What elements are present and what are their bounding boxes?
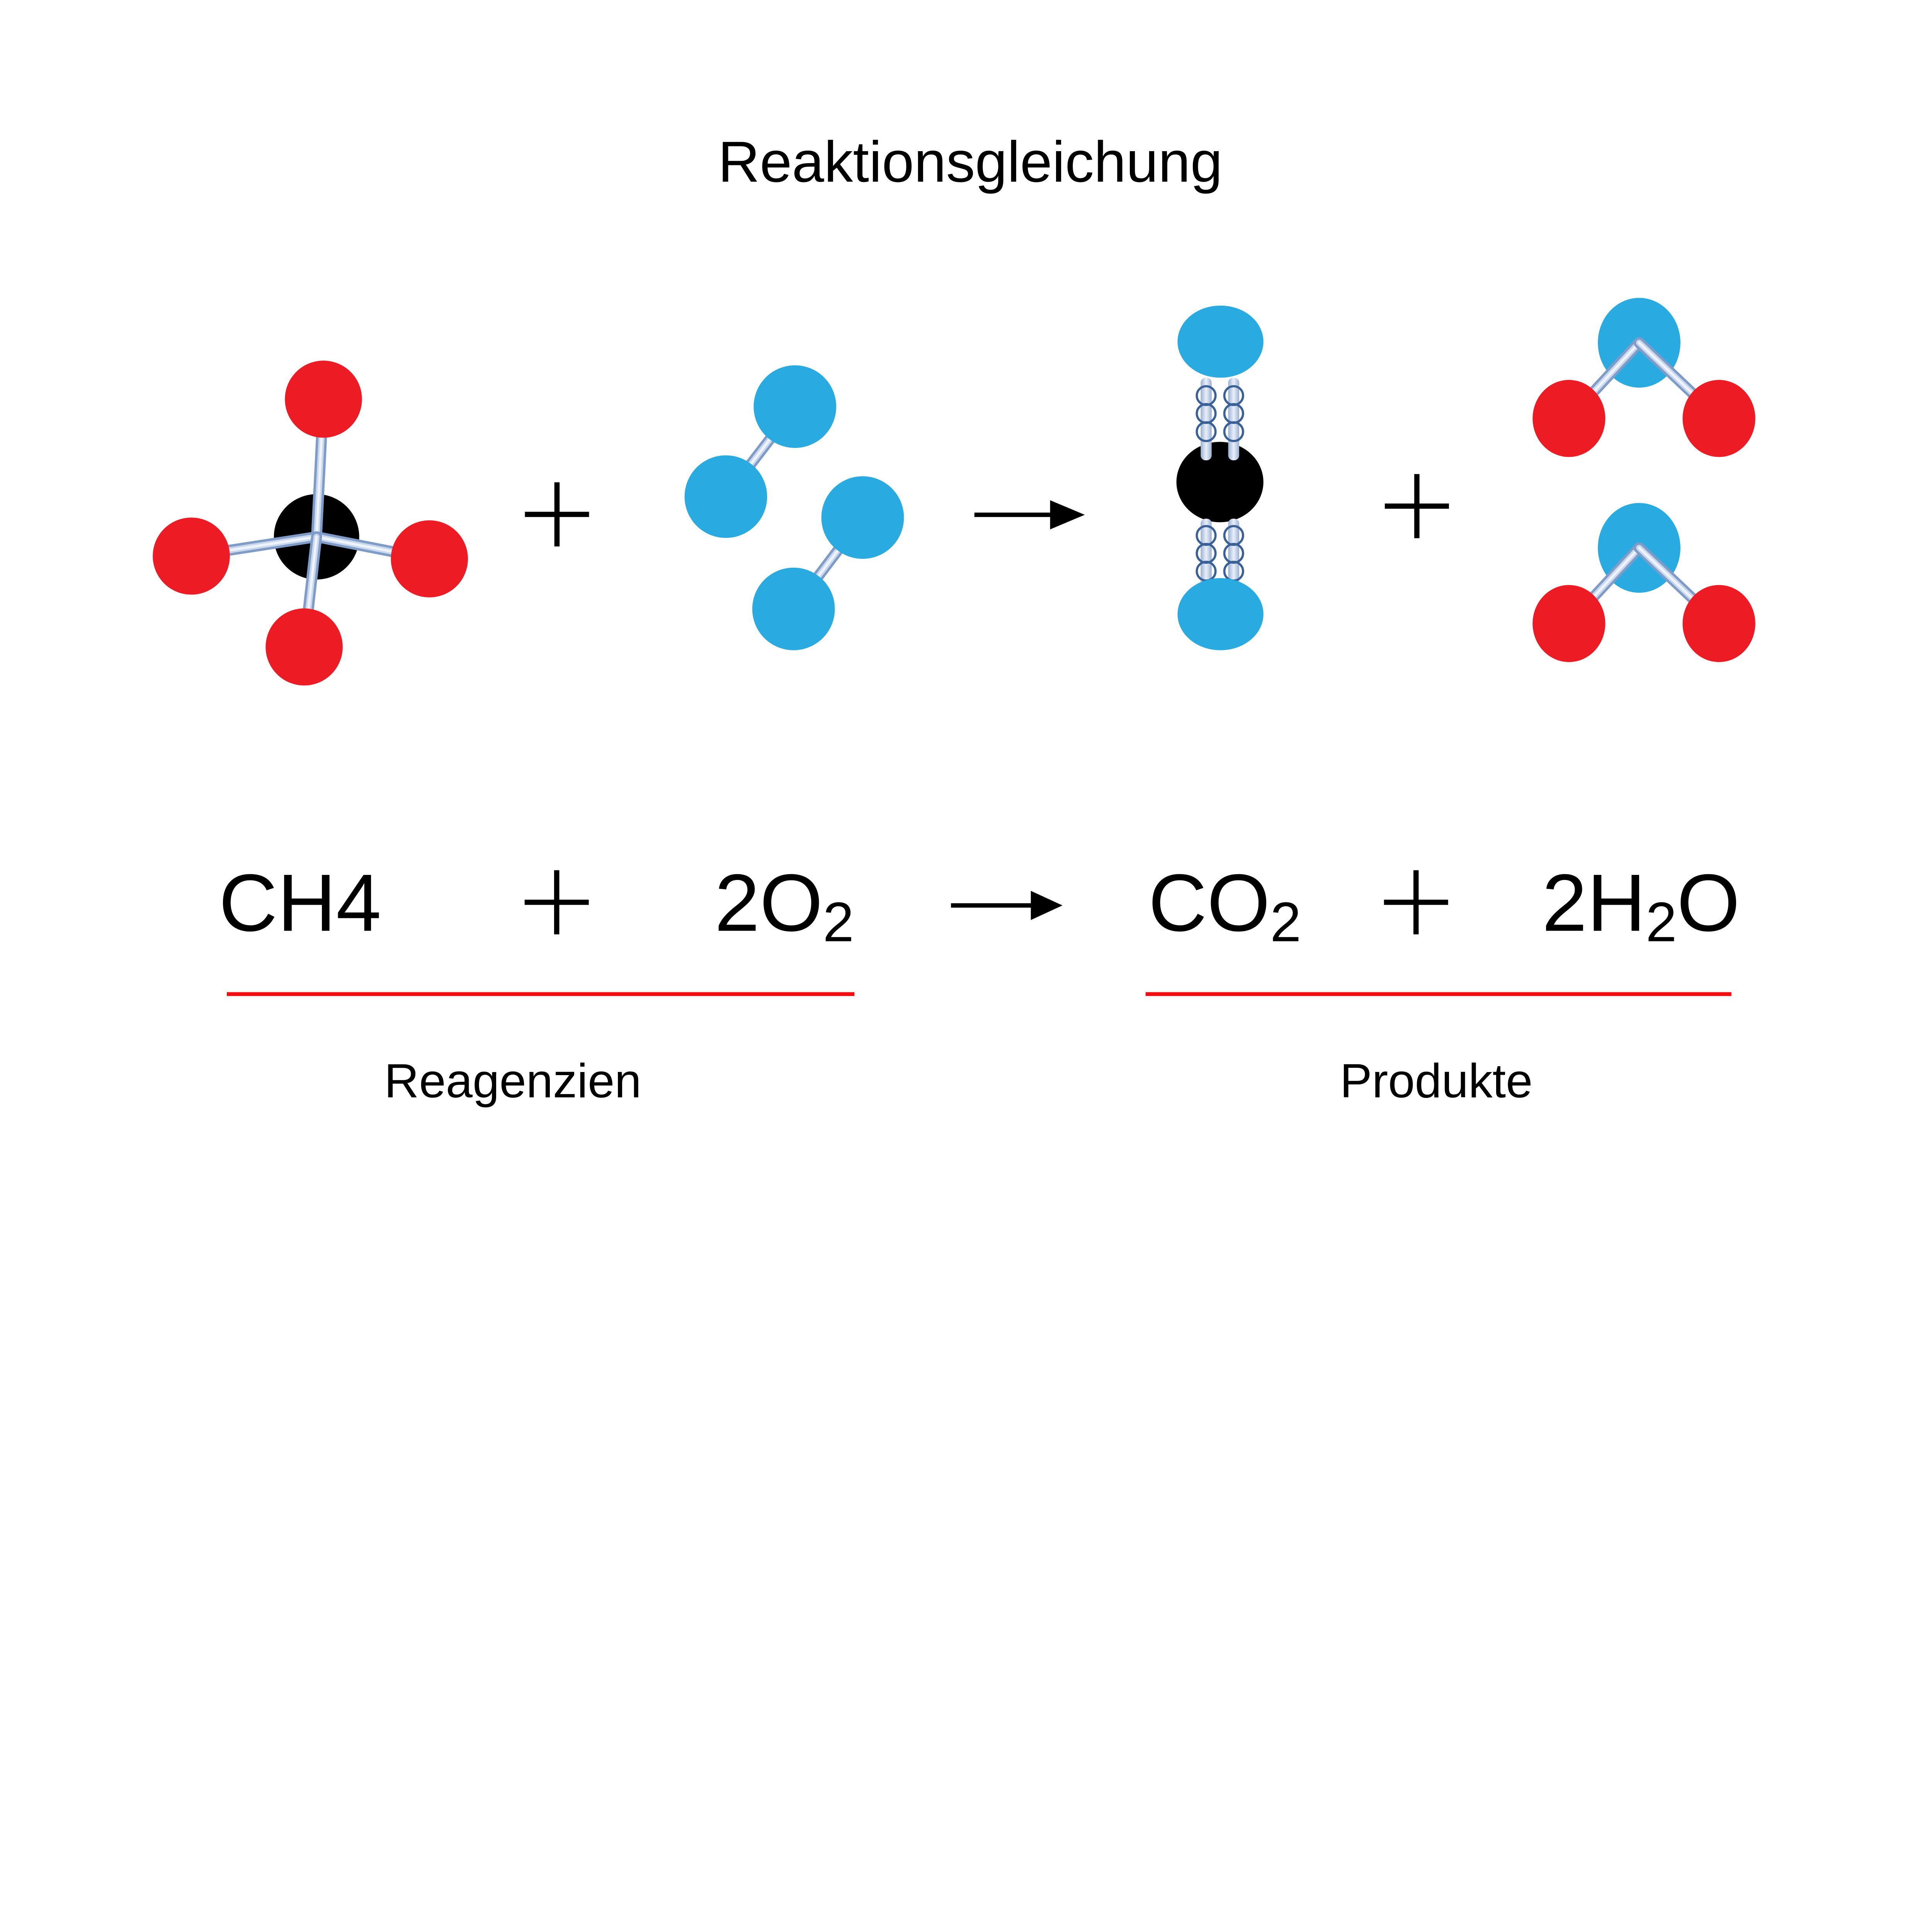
oxygen-atom bbox=[753, 365, 837, 448]
plus-operator: + bbox=[1384, 870, 1448, 934]
hydrogen-atom bbox=[391, 520, 468, 597]
plus-operator: + bbox=[525, 482, 589, 547]
hydrogen-atom bbox=[1532, 585, 1605, 662]
water-molecule bbox=[1532, 503, 1755, 662]
reaction-arrow-icon: → bbox=[951, 891, 1063, 920]
formula-product-co2: CO2 bbox=[1148, 857, 1301, 953]
background bbox=[0, 0, 1932, 1366]
hydrogen-atom bbox=[153, 517, 230, 595]
water-molecule bbox=[1532, 298, 1755, 457]
oxygen-atom bbox=[821, 476, 904, 559]
oxygen-molecule bbox=[684, 365, 837, 538]
plus-operator: + bbox=[1384, 474, 1449, 538]
oxygen-atom bbox=[1177, 578, 1264, 650]
reaction-diagram-page: Reaktionsgleichung + bbox=[0, 0, 1932, 1366]
hydrogen-atom bbox=[265, 608, 343, 686]
reaction-arrow-icon: → bbox=[974, 500, 1085, 529]
carbon-atom bbox=[1176, 442, 1264, 522]
bond-ring bbox=[1196, 421, 1217, 442]
double-bond-cylinder bbox=[1228, 378, 1240, 461]
reactants-underline bbox=[226, 992, 855, 996]
page-title: Reaktionsgleichung bbox=[718, 129, 1223, 194]
plus-operator: + bbox=[524, 870, 589, 934]
formula-product-2h2o: 2H2O bbox=[1542, 857, 1740, 953]
products-underline bbox=[1145, 992, 1731, 996]
oxygen-atom bbox=[684, 455, 767, 538]
oxygen-atom bbox=[752, 567, 835, 650]
hydrogen-atom bbox=[1682, 585, 1755, 662]
methane-molecule bbox=[153, 361, 468, 686]
products-label: Produkte bbox=[1340, 1054, 1533, 1108]
hydrogen-atom bbox=[1682, 380, 1755, 457]
oxygen-atom bbox=[1177, 305, 1264, 378]
formula-reactant-2o2: 2O2 bbox=[714, 857, 854, 953]
oxygen-molecule bbox=[752, 476, 904, 650]
bond-ring bbox=[1223, 421, 1244, 442]
hydrogen-atom bbox=[285, 361, 362, 438]
reactants-label: Reagenzien bbox=[384, 1054, 641, 1108]
reaction-equation-canvas: Reaktionsgleichung + bbox=[0, 0, 1932, 1366]
double-bond-cylinder bbox=[1201, 378, 1212, 461]
hydrogen-atom bbox=[1532, 380, 1605, 457]
formula-reactant-ch4: CH4 bbox=[219, 857, 381, 948]
carbon-dioxide-molecule bbox=[1176, 305, 1264, 650]
